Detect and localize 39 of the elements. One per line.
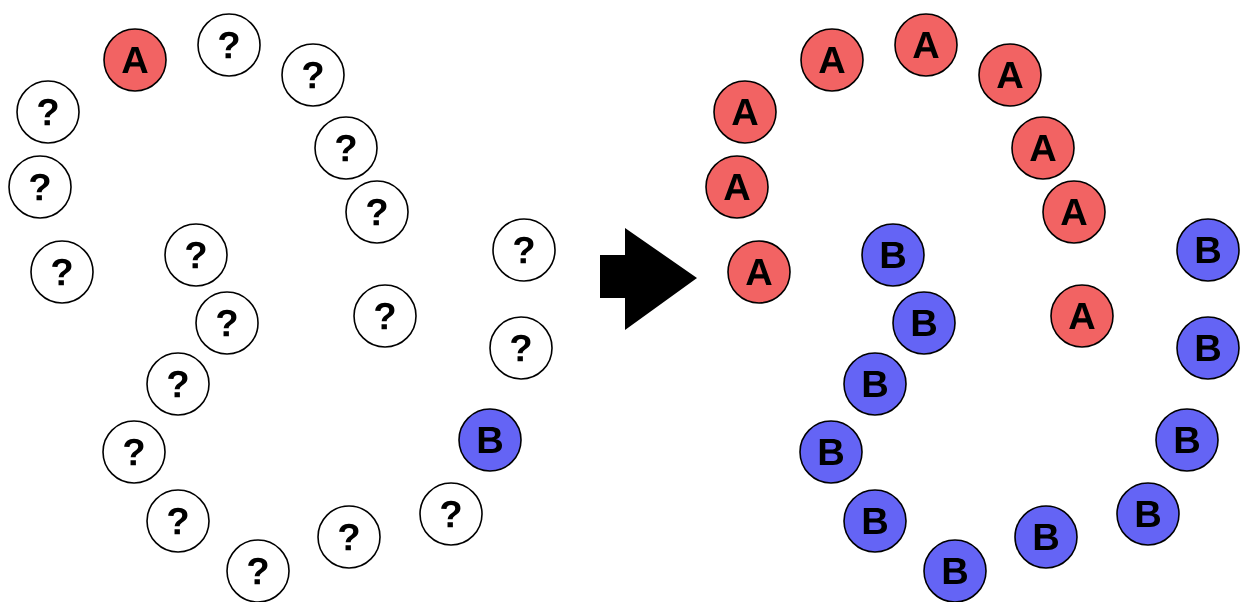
circle-node: A: [705, 155, 769, 219]
circle-node: ?: [195, 291, 259, 355]
circle-node: ?: [281, 43, 345, 107]
circle-node: ?: [30, 240, 94, 304]
circle-node: B: [861, 223, 925, 287]
circle-node: A: [1042, 180, 1106, 244]
circle-node: A: [1050, 284, 1114, 348]
circle-node: B: [1014, 505, 1078, 569]
circle-node: B: [1155, 408, 1219, 472]
circle-node: B: [843, 489, 907, 553]
circle-node: ?: [419, 482, 483, 546]
circle-node: ?: [164, 223, 228, 287]
circle-node: B: [458, 408, 522, 472]
circle-node: ?: [489, 316, 553, 380]
circle-node: B: [799, 420, 863, 484]
circle-node: ?: [314, 116, 378, 180]
circle-node: ?: [353, 284, 417, 348]
circle-node: B: [1176, 218, 1240, 282]
circle-node: B: [843, 352, 907, 416]
circle-node: ?: [16, 80, 80, 144]
circle-node: ?: [317, 505, 381, 569]
circle-node: A: [800, 28, 864, 92]
circle-node: A: [103, 28, 167, 92]
circle-node: ?: [102, 420, 166, 484]
circle-node: A: [727, 240, 791, 304]
circle-node: ?: [197, 13, 261, 77]
circle-node: ?: [146, 489, 210, 553]
circle-node: A: [1011, 116, 1075, 180]
circle-node: B: [923, 539, 987, 602]
circle-node: A: [894, 13, 958, 77]
circle-node: ?: [8, 155, 72, 219]
circle-node: ?: [345, 180, 409, 244]
circle-node: ?: [146, 352, 210, 416]
circle-node: A: [713, 80, 777, 144]
circle-node: A: [978, 43, 1042, 107]
circle-node: B: [1116, 482, 1180, 546]
circle-node: B: [892, 291, 956, 355]
circle-node: ?: [492, 218, 556, 282]
circle-node: B: [1176, 316, 1240, 380]
